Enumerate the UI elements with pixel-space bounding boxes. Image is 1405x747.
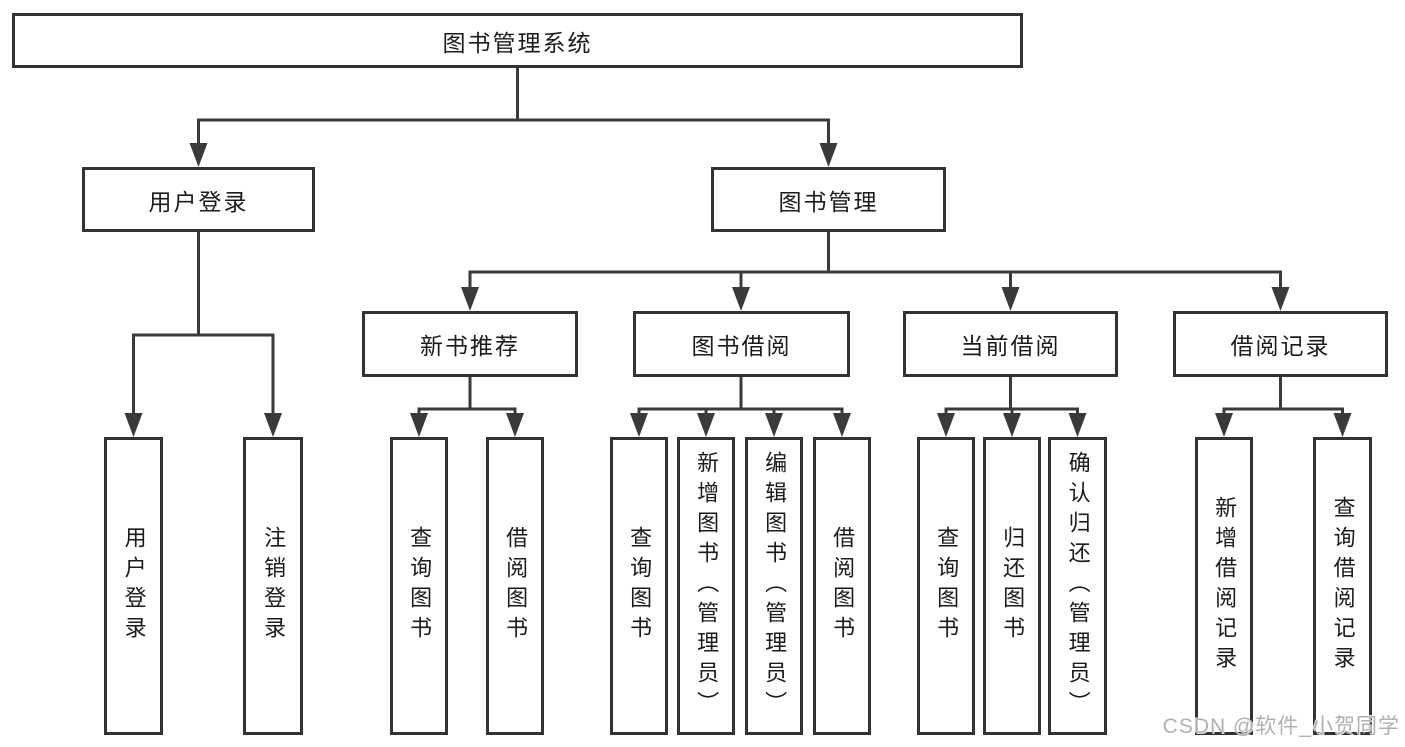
leaf-confirm-return-admin-label: 确认归还（管理员）: [1065, 451, 1091, 721]
leaf-return-book-label: 归还图书: [1000, 526, 1026, 646]
leaf-query-books-current-label: 查询图书: [934, 526, 960, 646]
node-user-login-label: 用户登录: [148, 188, 249, 215]
leaf-query-books-recommend-label: 查询图书: [407, 526, 433, 646]
leaf-borrow-books-recommend-label: 借阅图书: [503, 526, 529, 646]
node-book-borrow: 图书借阅: [633, 311, 850, 377]
leaf-query-borrow-record: 查询借阅记录: [1313, 437, 1372, 735]
leaf-add-borrow-record: 新增借阅记录: [1195, 437, 1253, 735]
leaf-add-borrow-record-label: 新增借阅记录: [1212, 496, 1238, 676]
node-current-borrow: 当前借阅: [903, 311, 1118, 377]
leaf-query-books-current: 查询图书: [917, 437, 975, 735]
leaf-query-books-borrow-label: 查询图书: [627, 526, 653, 646]
leaf-query-books-borrow: 查询图书: [610, 437, 668, 735]
node-user-login: 用户登录: [82, 167, 315, 232]
leaf-return-book: 归还图书: [983, 437, 1041, 735]
leaf-user-login-label: 用户登录: [121, 526, 147, 646]
node-new-book-recommend-label: 新书推荐: [420, 333, 520, 359]
leaf-borrow-books-recommend: 借阅图书: [486, 437, 544, 735]
leaf-logout-label: 注销登录: [261, 526, 287, 646]
node-new-book-recommend: 新书推荐: [362, 311, 578, 377]
node-book-management-label: 图书管理: [778, 188, 879, 215]
leaf-add-book-admin: 新增图书（管理员）: [677, 437, 735, 735]
node-borrow-records: 借阅记录: [1173, 311, 1388, 377]
node-library-system-label: 图书管理系统: [442, 29, 593, 56]
csdn-watermark: CSDN @软件_小贺同学: [1162, 715, 1400, 738]
leaf-borrow-books-borrow: 借阅图书: [813, 437, 871, 735]
leaf-user-login: 用户登录: [104, 437, 163, 735]
arrowheads: [124, 143, 1352, 437]
leaf-confirm-return-admin: 确认归还（管理员）: [1048, 437, 1107, 735]
leaf-add-book-admin-label: 新增图书（管理员）: [694, 451, 720, 721]
leaf-edit-book-admin: 编辑图书（管理员）: [745, 437, 803, 735]
node-book-borrow-label: 图书借阅: [691, 333, 792, 359]
leaf-query-borrow-record-label: 查询借阅记录: [1330, 496, 1356, 676]
node-current-borrow-label: 当前借阅: [960, 333, 1061, 359]
leaf-query-books-recommend: 查询图书: [390, 437, 448, 735]
node-borrow-records-label: 借阅记录: [1230, 333, 1331, 359]
leaf-logout: 注销登录: [243, 437, 303, 735]
leaf-edit-book-admin-label: 编辑图书（管理员）: [762, 451, 788, 721]
node-library-system: 图书管理系统: [12, 13, 1023, 68]
leaf-borrow-books-borrow-label: 借阅图书: [830, 526, 856, 646]
node-book-management: 图书管理: [711, 167, 946, 232]
